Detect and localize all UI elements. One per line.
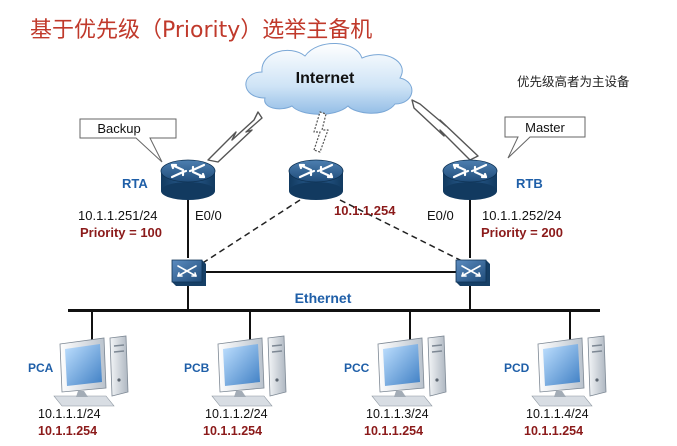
pc-ip: 10.1.1.2/24 xyxy=(205,407,268,421)
rtb-priority: Priority = 200 xyxy=(481,225,563,240)
pc-b: PCB 10.1.1.2/24 10.1.1.254 xyxy=(184,335,287,438)
pc-ip: 10.1.1.4/24 xyxy=(526,407,589,421)
pc-d: PCD 10.1.1.4/24 10.1.1.254 xyxy=(504,335,607,438)
rta-name: RTA xyxy=(122,176,148,191)
wan-link-rtb xyxy=(411,99,479,161)
wan-links xyxy=(207,99,479,163)
router-rta xyxy=(159,158,217,202)
rtb-interface: E0/0 xyxy=(427,208,454,223)
master-callout-text: Master xyxy=(525,120,565,135)
pc-gateway: 10.1.1.254 xyxy=(364,424,423,438)
virtual-router-links xyxy=(197,199,473,267)
rta-priority: Priority = 100 xyxy=(80,225,162,240)
ethernet-label: Ethernet xyxy=(295,290,352,306)
lan-wiring xyxy=(187,192,471,310)
page-title: 基于优先级（Priority）选举主备机 xyxy=(30,18,372,43)
pc-name: PCB xyxy=(184,361,210,375)
rtb-name: RTB xyxy=(516,176,543,191)
router-rtb xyxy=(441,158,499,202)
pc-c: PCC 10.1.1.3/24 10.1.1.254 xyxy=(344,335,447,438)
pc-name: PCA xyxy=(28,361,54,375)
rtb-ip: 10.1.1.252/24 xyxy=(482,208,562,223)
wan-link-virtual xyxy=(313,111,329,153)
pc-ip: 10.1.1.1/24 xyxy=(38,407,101,421)
pc-gateway: 10.1.1.254 xyxy=(38,424,97,438)
internet-label: Internet xyxy=(296,70,355,87)
pc-gateway: 10.1.1.254 xyxy=(203,424,262,438)
rta-interface: E0/0 xyxy=(195,208,222,223)
virtual-router-ip: 10.1.1.254 xyxy=(334,203,396,218)
virtual-link-left xyxy=(197,199,301,267)
pc-a: PCA 10.1.1.1/24 10.1.1.254 xyxy=(28,335,129,438)
pc-drops xyxy=(91,312,571,346)
rta-ip: 10.1.1.251/24 xyxy=(78,208,158,223)
virtual-router xyxy=(287,158,345,202)
master-callout: Master xyxy=(504,116,586,159)
wan-link-rta xyxy=(207,111,263,163)
switch-a xyxy=(171,259,207,287)
pc-gateway: 10.1.1.254 xyxy=(524,424,583,438)
backup-callout-text: Backup xyxy=(97,121,140,136)
pc-name: PCC xyxy=(344,361,370,375)
priority-note: 优先级高者为主设备 xyxy=(517,74,630,89)
virtual-link-right xyxy=(339,199,473,267)
ethernet-bus xyxy=(68,309,600,312)
pc-ip: 10.1.1.3/24 xyxy=(366,407,429,421)
pc-name: PCD xyxy=(504,361,530,375)
backup-callout: Backup xyxy=(79,118,177,163)
switch-b xyxy=(455,259,491,287)
internet-cloud: Internet xyxy=(245,43,413,115)
